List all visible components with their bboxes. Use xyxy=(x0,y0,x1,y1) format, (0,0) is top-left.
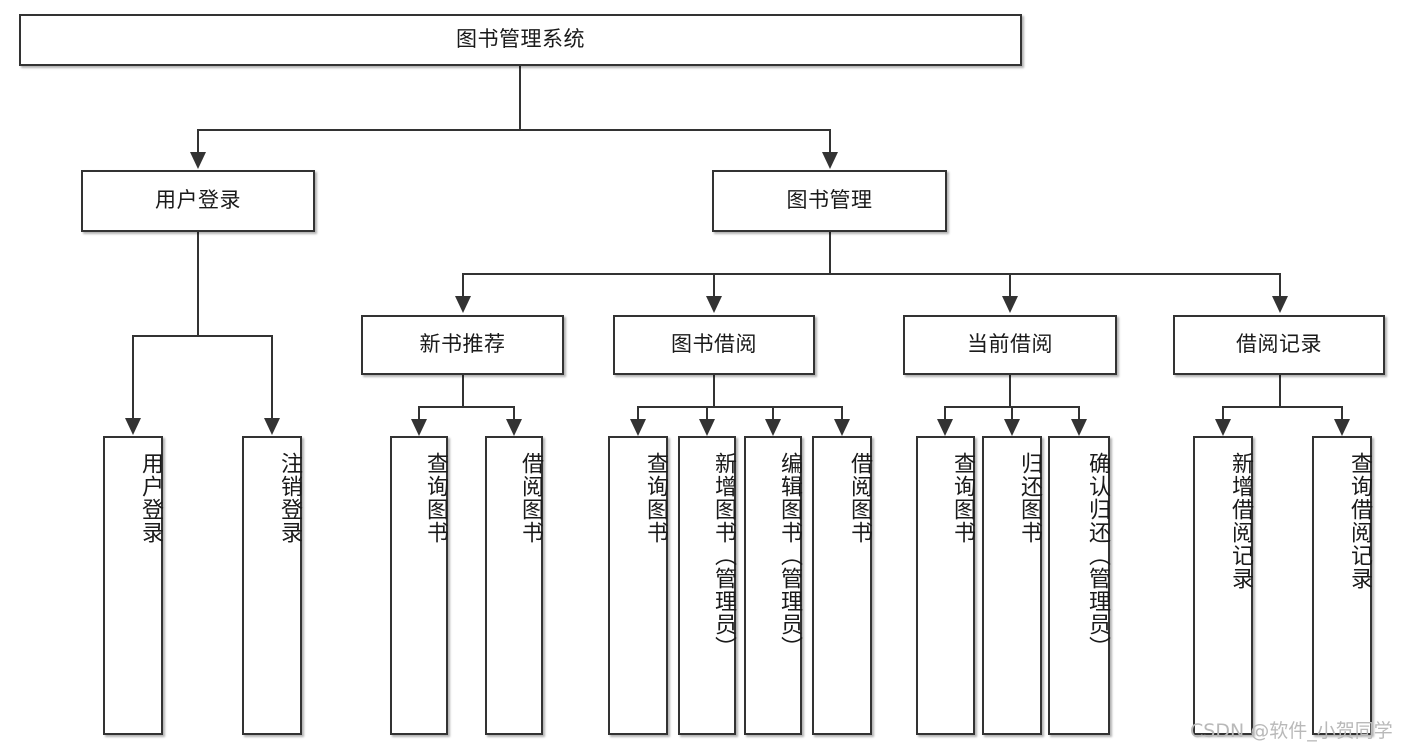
leaf-user-login[interactable]: 用户登录 xyxy=(103,436,163,735)
connector-bb-leaf3 xyxy=(772,406,774,420)
node-user-login[interactable]: 用户登录 xyxy=(81,170,315,232)
connector-book-mgmt-bus xyxy=(462,273,1280,275)
leaf-add-borrow-record[interactable]: 新增借阅记录 xyxy=(1193,436,1253,735)
connector-new-book-rec-trunk xyxy=(462,375,464,407)
connector-bb-leaf1 xyxy=(637,406,639,420)
leaf-edit-book-admin[interactable]: 编辑图书（管理员） xyxy=(744,436,802,735)
connector-bb-leaf4 xyxy=(841,406,843,420)
arrowhead-bb-leaf2 xyxy=(699,419,715,436)
node-borrow-record[interactable]: 借阅记录 xyxy=(1173,315,1385,375)
arrowhead-book-mgmt xyxy=(822,152,838,169)
connector-current-borrow-trunk xyxy=(1009,375,1011,407)
connector-borrow-record-trunk xyxy=(1279,375,1281,407)
arrowhead-cb-leaf2 xyxy=(1004,419,1020,436)
arrowhead-book-borrow xyxy=(706,296,722,313)
arrowhead-nbr-leaf2 xyxy=(506,419,522,436)
arrowhead-cb-leaf3 xyxy=(1071,419,1087,436)
arrowhead-nbr-leaf1 xyxy=(411,419,427,436)
connector-to-borrow-record xyxy=(1279,273,1281,297)
connector-book-borrow-trunk xyxy=(713,375,715,407)
connector-cb-leaf3 xyxy=(1078,406,1080,420)
leaf-query-book-cb[interactable]: 查询图书 xyxy=(916,436,975,735)
leaf-borrow-book-nbr[interactable]: 借阅图书 xyxy=(485,436,543,735)
node-book-borrow[interactable]: 图书借阅 xyxy=(613,315,815,375)
connector-nbr-leaf1 xyxy=(418,406,420,420)
connector-cb-leaf1 xyxy=(944,406,946,420)
leaf-query-book-nbr[interactable]: 查询图书 xyxy=(390,436,448,735)
connector-new-book-rec-bus xyxy=(418,406,514,408)
connector-root-to-book-mgmt xyxy=(829,129,831,153)
leaf-logout[interactable]: 注销登录 xyxy=(242,436,302,735)
arrowhead-borrow-record xyxy=(1272,296,1288,313)
connector-user-login-bus xyxy=(132,335,273,337)
arrowhead-bb-leaf1 xyxy=(630,419,646,436)
arrowhead-bb-leaf3 xyxy=(765,419,781,436)
connector-br-leaf2 xyxy=(1341,406,1343,420)
arrowhead-leaf-logout xyxy=(264,418,280,435)
connector-to-book-borrow xyxy=(713,273,715,297)
connector-root-trunk xyxy=(519,66,521,130)
leaf-add-book-admin[interactable]: 新增图书（管理员） xyxy=(678,436,736,735)
arrowhead-br-leaf2 xyxy=(1334,419,1350,436)
node-root[interactable]: 图书管理系统 xyxy=(19,14,1022,66)
connector-user-login-leaf2 xyxy=(271,335,273,419)
node-new-book-recommend[interactable]: 新书推荐 xyxy=(361,315,564,375)
arrowhead-leaf-user-login xyxy=(125,418,141,435)
leaf-return-book[interactable]: 归还图书 xyxy=(982,436,1042,735)
leaf-borrow-book-bb[interactable]: 借阅图书 xyxy=(812,436,872,735)
watermark: CSDN @软件_小贺同学 xyxy=(1190,720,1393,742)
node-current-borrow[interactable]: 当前借阅 xyxy=(903,315,1117,375)
connector-br-leaf1 xyxy=(1222,406,1224,420)
connector-nbr-leaf2 xyxy=(513,406,515,420)
connector-user-login-trunk xyxy=(197,232,199,337)
connector-book-mgmt-trunk xyxy=(829,232,831,274)
arrowhead-bb-leaf4 xyxy=(834,419,850,436)
leaf-query-borrow-record[interactable]: 查询借阅记录 xyxy=(1312,436,1372,735)
connector-user-login-leaf1 xyxy=(132,335,134,419)
connector-root-to-user-login xyxy=(197,129,199,153)
connector-cb-leaf2 xyxy=(1011,406,1013,420)
arrowhead-new-book-rec xyxy=(455,296,471,313)
arrowhead-user-login xyxy=(190,152,206,169)
connector-to-current-borrow xyxy=(1009,273,1011,297)
node-book-management[interactable]: 图书管理 xyxy=(712,170,947,232)
connector-to-new-book-rec xyxy=(462,273,464,297)
arrowhead-current-borrow xyxy=(1002,296,1018,313)
arrowhead-cb-leaf1 xyxy=(937,419,953,436)
connector-root-bus xyxy=(197,129,831,131)
arrowhead-br-leaf1 xyxy=(1215,419,1231,436)
connector-borrow-record-bus xyxy=(1222,406,1342,408)
connector-bb-leaf2 xyxy=(706,406,708,420)
connector-book-borrow-bus xyxy=(637,406,842,408)
leaf-query-book-bb[interactable]: 查询图书 xyxy=(608,436,668,735)
leaf-confirm-return-admin[interactable]: 确认归还（管理员） xyxy=(1048,436,1110,735)
